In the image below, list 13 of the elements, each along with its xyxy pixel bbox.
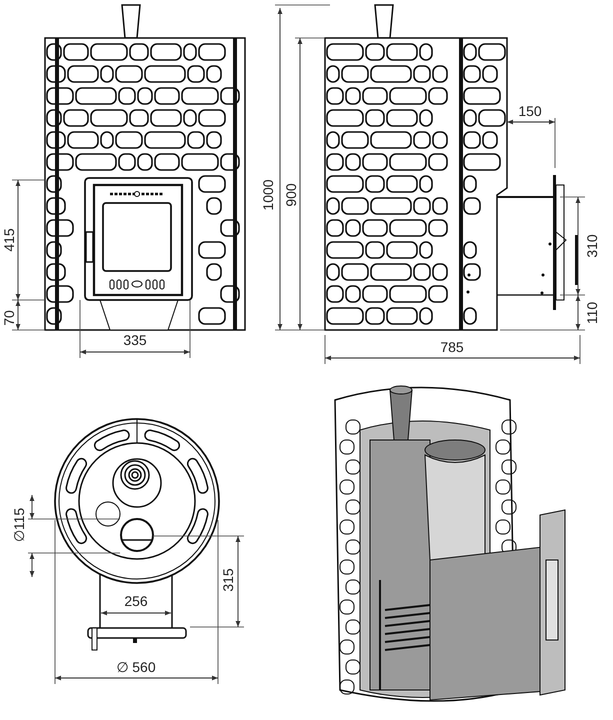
- dimension-label: ∅ 560: [115, 660, 157, 674]
- dimension-label: 150: [517, 104, 543, 118]
- dimension-label: 315: [221, 567, 235, 593]
- dimension-label: 70: [2, 309, 16, 327]
- dimension-label: 415: [2, 227, 16, 253]
- dimension-label: ∅115: [12, 506, 26, 544]
- dimension-label: 785: [439, 340, 465, 354]
- dimension-label: 256: [123, 594, 149, 608]
- dimension-label: 110: [585, 300, 599, 326]
- dimension-label: 310: [585, 233, 599, 259]
- dimension-label: 1000: [261, 178, 275, 212]
- dimension-label: 335: [122, 333, 148, 347]
- dimension-label: 900: [284, 182, 298, 208]
